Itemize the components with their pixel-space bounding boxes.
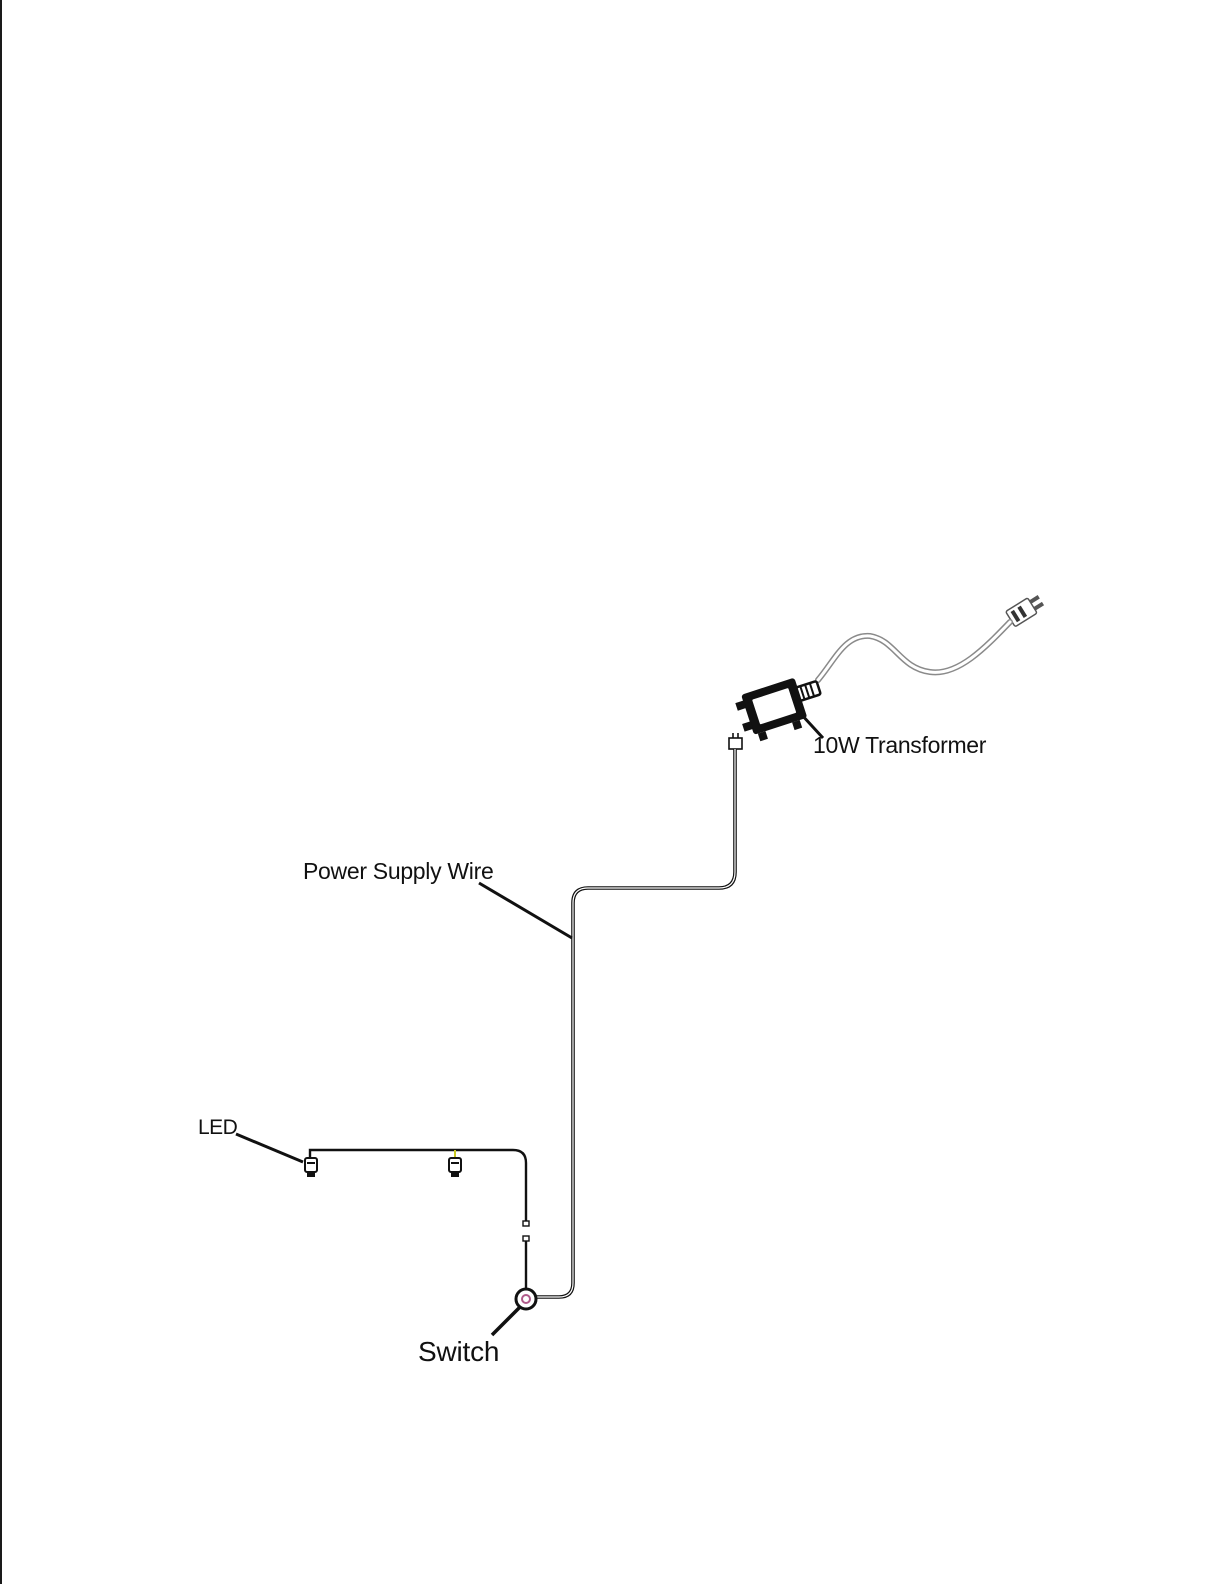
wire-leader-line	[479, 883, 572, 938]
led-wire	[310, 1150, 526, 1289]
connector-icon	[729, 733, 742, 749]
led-light-icon	[449, 1150, 461, 1177]
switch-leader-line	[492, 1307, 520, 1335]
led-label: LED	[198, 1117, 237, 1138]
ac-cord	[818, 622, 1010, 680]
led-light-icon	[305, 1158, 317, 1177]
transformer-label: 10W Transformer	[813, 734, 986, 757]
switch-label: Switch	[418, 1338, 499, 1366]
power-supply-wire-label: Power Supply Wire	[303, 860, 493, 883]
led-leader-line	[236, 1134, 303, 1162]
inline-connector-icon	[523, 1221, 529, 1241]
power-supply-wire	[534, 749, 735, 1297]
